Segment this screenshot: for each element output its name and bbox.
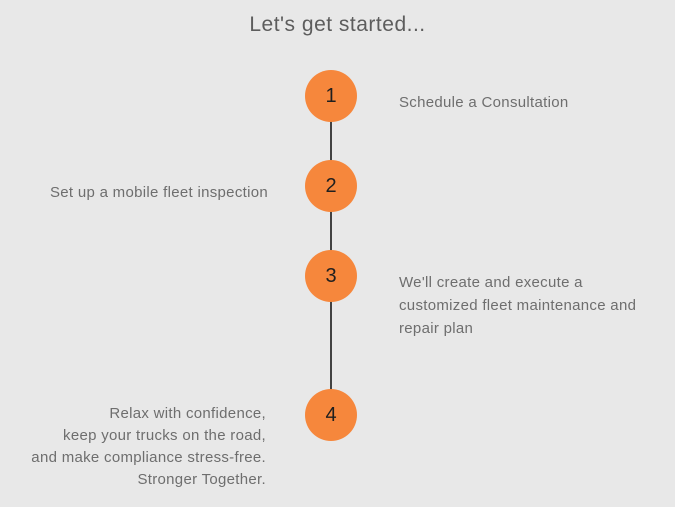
- step-number-2: 2: [325, 174, 337, 197]
- step-label-1: Schedule a Consultation: [399, 94, 569, 111]
- page-title: Let's get started...: [249, 13, 426, 36]
- step-number-1: 1: [325, 84, 337, 107]
- step-circle-2: 2: [305, 160, 357, 212]
- step-circle-1: 1: [305, 70, 357, 122]
- step-circle-4: 4: [305, 389, 357, 441]
- step-number-4: 4: [325, 403, 337, 426]
- step-label-2: Set up a mobile fleet inspection: [49, 184, 268, 201]
- step-label-4: Relax with confidence, keep your trucks …: [31, 405, 266, 488]
- step-number-3: 3: [325, 264, 337, 287]
- step-label-3: We'll create and execute a customized fl…: [399, 274, 637, 337]
- step-circle-3: 3: [305, 250, 357, 302]
